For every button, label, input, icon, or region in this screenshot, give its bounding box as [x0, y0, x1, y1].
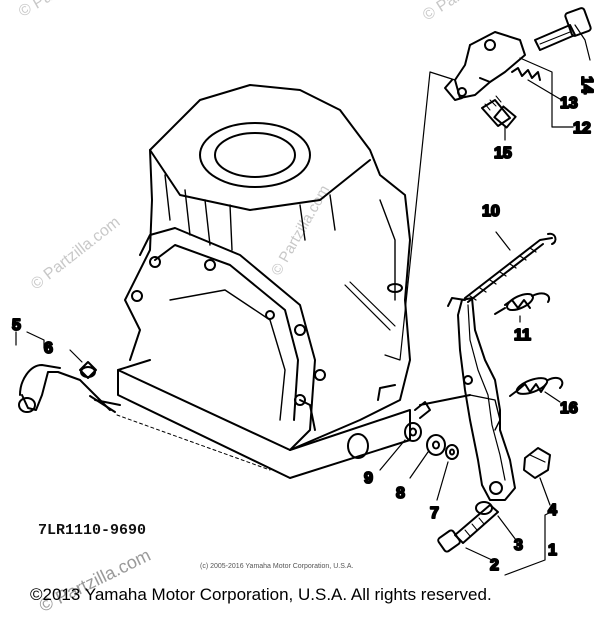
- callout-1: 1: [548, 542, 557, 559]
- spring-part-11: [494, 292, 551, 315]
- throttle-lever-part-1: [414, 297, 516, 501]
- callout-9: 9: [364, 470, 373, 487]
- callout-7: 7: [430, 505, 439, 522]
- callout-5: 5: [12, 317, 21, 334]
- spring-part-10: [447, 232, 557, 307]
- callout-8: 8: [396, 485, 405, 502]
- leader-12: [519, 57, 574, 128]
- callout-14: 14: [578, 76, 595, 94]
- washer-part-9: [404, 422, 422, 442]
- callout-15: 15: [494, 145, 512, 162]
- callout-16: 16: [560, 400, 578, 417]
- leader-14: [574, 24, 591, 61]
- engine-crankcase: [117, 84, 411, 479]
- callout-12: 12: [573, 120, 591, 137]
- nut-part-6: [79, 361, 97, 379]
- control-cable: [384, 71, 456, 361]
- bolt-part-2: [437, 501, 499, 553]
- callout-10: 10: [482, 203, 500, 220]
- callout-2: 2: [490, 557, 499, 574]
- callout-13: 13: [560, 95, 578, 112]
- callout-4: 4: [548, 502, 557, 519]
- nut-part-4: [523, 447, 551, 479]
- copyright-notice: ©2013 Yamaha Motor Corporation, U.S.A. A…: [30, 585, 492, 604]
- leader-13: [527, 79, 566, 103]
- leader-lines: [15, 231, 561, 576]
- credit-line: (c) 2005-2016 Yamaha Motor Corporation, …: [200, 563, 354, 570]
- throttle-bracket-part-12: [444, 7, 592, 129]
- callout-3: 3: [514, 537, 523, 554]
- part-code-label: 7LR1110-9690: [38, 522, 147, 539]
- washer-part-7: [445, 444, 459, 460]
- spring-part-16: [509, 376, 564, 397]
- callout-11: 11: [514, 327, 531, 344]
- choke-rod-part-5: [18, 364, 271, 471]
- callout-6: 6: [44, 340, 53, 357]
- washer-part-8: [426, 434, 446, 456]
